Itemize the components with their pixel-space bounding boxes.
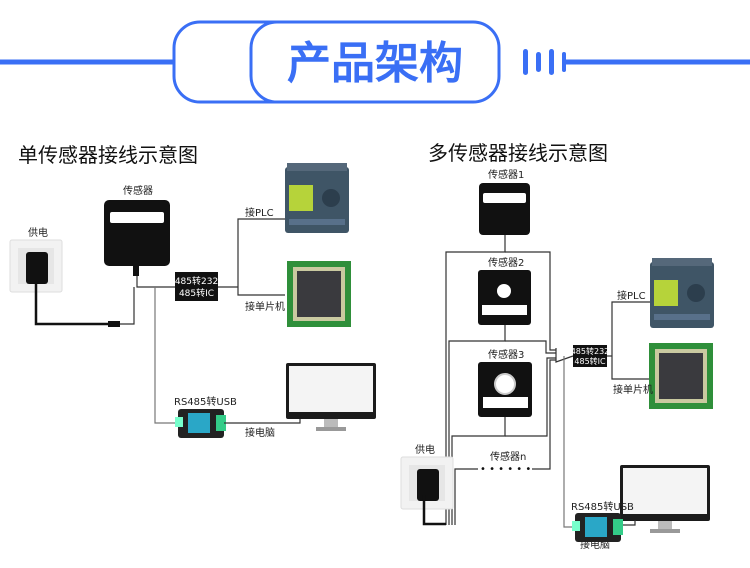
single-title: 单传感器接线示意图 — [18, 143, 198, 167]
multi-plc-device — [650, 258, 714, 328]
mcu-label: 接单片机 — [245, 300, 285, 313]
multi-pc-label: 接电脑 — [580, 538, 610, 551]
pc-label: 接电脑 — [245, 426, 275, 439]
multi-pc-monitor — [620, 465, 710, 533]
sensorn-label: 传感器n — [490, 450, 526, 463]
multi-mcu-board — [649, 343, 713, 409]
plc-device — [285, 163, 349, 233]
multi-converter-label-ic: 485转IC — [574, 356, 606, 366]
multi-power-label: 供电 — [415, 443, 435, 456]
multi-converter-box — [573, 345, 607, 367]
multi-plc-label: 接PLC — [617, 289, 646, 302]
usb-converter — [175, 409, 226, 438]
converter-label-232: 485转232 — [175, 275, 218, 287]
sensor-device — [104, 200, 170, 266]
sensor-label: 传感器 — [123, 184, 153, 197]
multi-title: 多传感器接线示意图 — [428, 141, 608, 165]
page-title: 产品架构 — [287, 38, 463, 89]
multi-mcu-label: 接单片机 — [613, 383, 653, 396]
multi-usb-label: RS485转USB — [571, 500, 634, 513]
more-sensors-dots: • • • • • • — [480, 464, 531, 475]
mcu-board — [287, 261, 351, 327]
multi-power-socket — [400, 456, 454, 510]
sensor3-label: 传感器3 — [488, 348, 524, 361]
converter-box — [175, 272, 218, 301]
converter-label-ic: 485转IC — [179, 287, 214, 299]
usb-label: RS485转USB — [174, 395, 237, 408]
sensor2-label: 传感器2 — [488, 256, 524, 269]
power-label: 供电 — [28, 226, 48, 239]
plc-label: 接PLC — [245, 206, 274, 219]
sensor1-device — [479, 183, 530, 235]
sensor1-label: 传感器1 — [488, 168, 524, 181]
title-pill — [249, 20, 501, 104]
multi-converter-label-232: 485转232 — [571, 346, 610, 356]
multi-sensor-diagram: 多传感器接线示意图 传感器1 传感器2 传感器3 传感器n • • • • • … — [400, 141, 714, 551]
multi-usb-converter — [572, 513, 623, 542]
single-sensor-diagram: 单传感器接线示意图 供电 传感器 485转232 485转IC 接PLC 接单片… — [9, 143, 376, 439]
